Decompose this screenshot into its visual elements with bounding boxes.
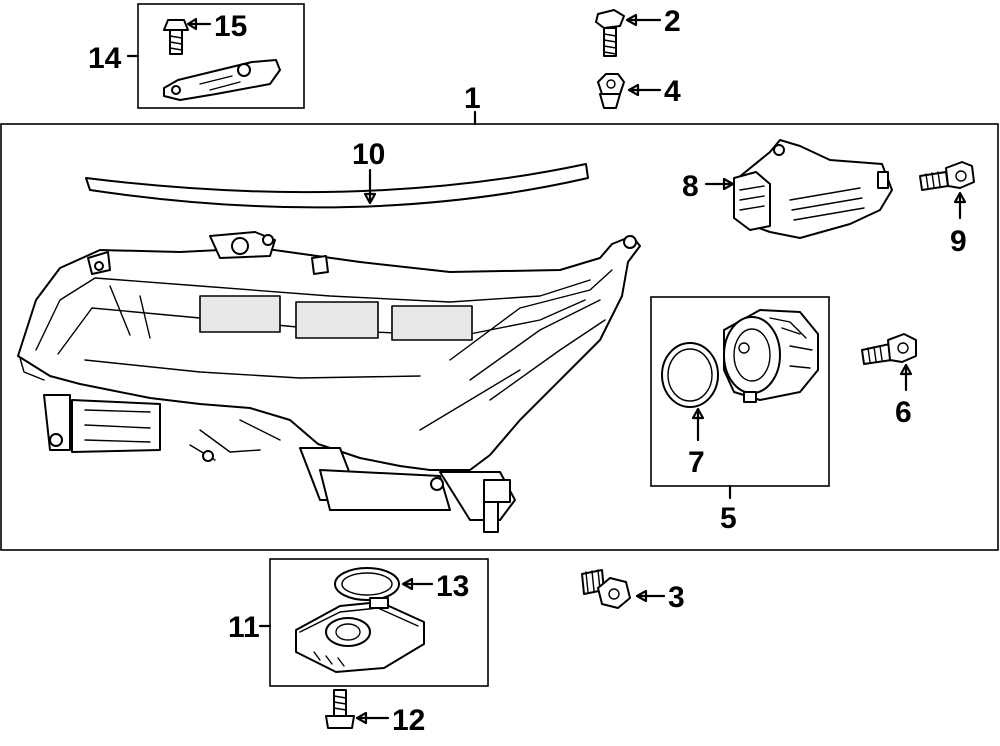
bolt-12 (325, 689, 355, 729)
callout-15: 15 (214, 10, 247, 43)
seal-7 (661, 342, 719, 408)
bolt-3 (581, 569, 631, 609)
callout-9: 9 (950, 225, 967, 258)
kit-box-5 (650, 296, 830, 487)
headlamp-housing (17, 231, 641, 533)
callout-8: 8 (682, 170, 699, 203)
nut-4 (597, 73, 625, 109)
o-ring-13 (334, 567, 400, 601)
callout-13: 13 (436, 570, 469, 603)
callout-2: 2 (664, 5, 681, 38)
callout-11: 11 (228, 611, 260, 644)
callout-6: 6 (895, 396, 912, 429)
bolt-15 (163, 19, 189, 55)
callout-5: 5 (720, 502, 737, 535)
trim-strip (85, 163, 589, 209)
screw-6 (861, 333, 917, 365)
leader-lines (126, 13, 967, 725)
ballast-11 (295, 597, 425, 673)
callout-14: 14 (88, 42, 122, 75)
kit-box-11 (269, 558, 489, 687)
module-8 (733, 139, 893, 239)
bracket-14 (163, 59, 281, 101)
callout-1: 1 (464, 82, 481, 115)
callout-4: 4 (664, 75, 681, 108)
callout-12: 12 (392, 704, 425, 737)
callout-3: 3 (668, 581, 685, 614)
bolt-2 (595, 9, 625, 57)
bulb-socket-5 (723, 309, 819, 403)
assembly-box-1 (0, 123, 999, 551)
callout-10: 10 (352, 138, 385, 171)
screw-9 (919, 161, 975, 191)
callout-7: 7 (688, 446, 705, 479)
